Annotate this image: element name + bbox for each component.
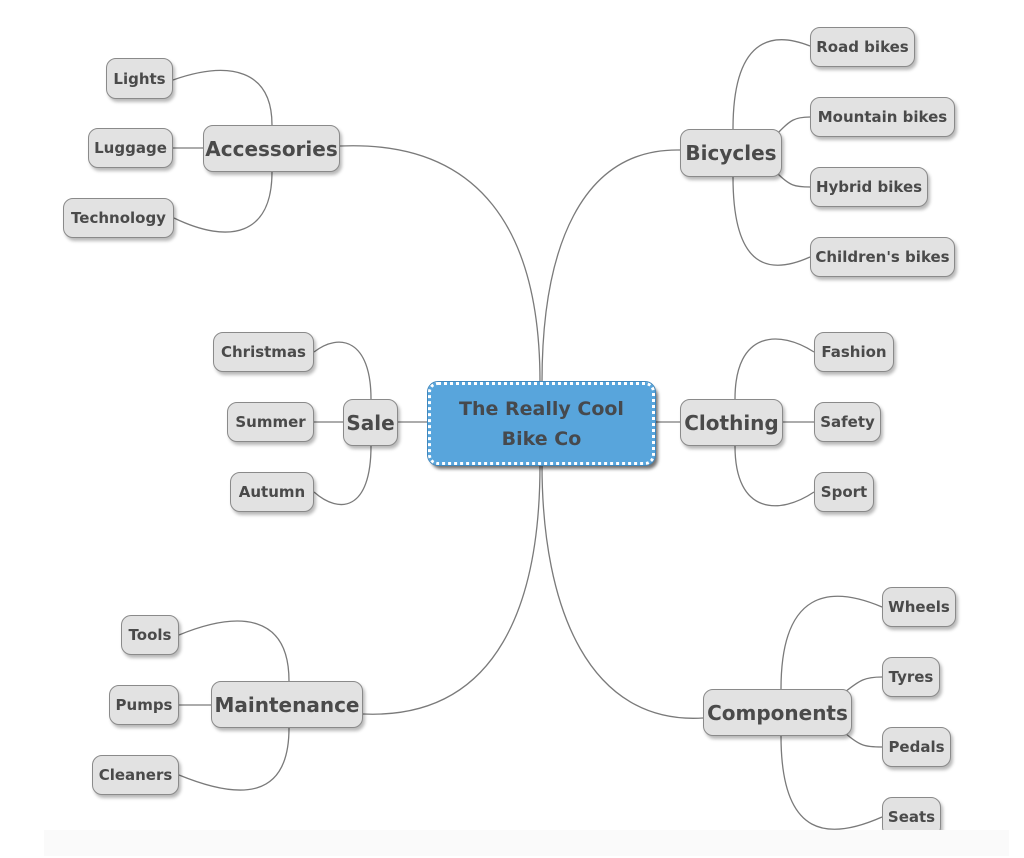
leaf-node-fashion[interactable]: Fashion — [814, 332, 894, 372]
link-bicycles-road — [732, 39, 811, 130]
root-node-line-2: Bike Co — [501, 427, 582, 450]
link-bicycles-hybrid — [776, 172, 811, 188]
root-node[interactable]: The Really Cool Bike Co — [427, 381, 656, 466]
link-root-components — [541, 464, 704, 719]
leaf-node-lights[interactable]: Lights — [106, 58, 173, 99]
root-node-line-1: The Really Cool — [459, 397, 624, 420]
leaf-node-christmas[interactable]: Christmas — [213, 332, 314, 372]
leaf-node-cleaners[interactable]: Cleaners — [92, 755, 179, 795]
link-bicycles-children — [732, 176, 811, 266]
leaf-node-childrens-bikes[interactable]: Children's bikes — [810, 237, 955, 277]
leaf-node-summer[interactable]: Summer — [227, 402, 314, 442]
link-accessories-lights — [172, 69, 273, 126]
link-sale-christmas — [313, 341, 372, 400]
leaf-node-tools[interactable]: Tools — [121, 615, 179, 655]
leaf-node-hybrid-bikes[interactable]: Hybrid bikes — [810, 167, 928, 207]
link-components-wheels — [780, 595, 883, 690]
leaf-node-tyres[interactable]: Tyres — [882, 657, 940, 697]
bottom-faint-band — [44, 830, 1009, 856]
link-components-pedals — [844, 732, 883, 748]
link-clothing-fashion — [734, 338, 815, 400]
link-clothing-sport — [734, 445, 815, 507]
leaf-node-luggage[interactable]: Luggage — [88, 128, 173, 168]
leaf-node-pedals[interactable]: Pedals — [882, 727, 951, 767]
leaf-node-mountain-bikes[interactable]: Mountain bikes — [810, 97, 955, 137]
link-maintenance-cleaners — [178, 727, 290, 791]
branch-node-maintenance[interactable]: Maintenance — [211, 681, 363, 728]
link-root-maintenance — [362, 464, 541, 715]
link-root-bicycles — [541, 149, 681, 383]
link-components-tyres — [844, 676, 883, 693]
link-root-accessories — [339, 145, 541, 383]
link-sale-autumn — [313, 445, 372, 506]
branch-node-sale[interactable]: Sale — [343, 399, 398, 446]
root-node-text: The Really Cool Bike Co — [459, 394, 624, 454]
leaf-node-pumps[interactable]: Pumps — [109, 685, 179, 725]
leaf-node-technology[interactable]: Technology — [63, 198, 174, 238]
branch-node-bicycles[interactable]: Bicycles — [680, 129, 782, 177]
leaf-node-wheels[interactable]: Wheels — [882, 587, 956, 627]
link-bicycles-mountain — [776, 116, 811, 135]
leaf-node-road-bikes[interactable]: Road bikes — [810, 27, 915, 67]
link-components-seats — [780, 735, 883, 830]
leaf-node-autumn[interactable]: Autumn — [230, 472, 314, 512]
link-accessories-technology — [173, 171, 273, 233]
branch-node-accessories[interactable]: Accessories — [203, 125, 340, 172]
leaf-node-sport[interactable]: Sport — [814, 472, 874, 512]
leaf-node-safety[interactable]: Safety — [814, 402, 881, 442]
branch-node-clothing[interactable]: Clothing — [680, 399, 783, 446]
branch-node-components[interactable]: Components — [703, 689, 852, 736]
link-maintenance-tools — [178, 620, 290, 682]
